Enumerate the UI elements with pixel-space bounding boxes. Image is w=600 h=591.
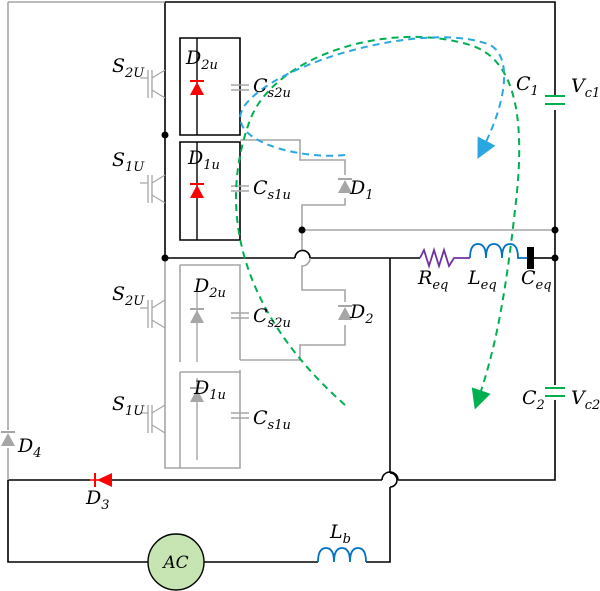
s1u-top-label: S1U	[112, 149, 145, 175]
s1u-bottom-switch	[140, 404, 166, 434]
d1-label: D1	[349, 177, 374, 203]
d2u-bottom-label: D2u	[193, 275, 226, 301]
d1u-top-label: D1u	[187, 147, 220, 173]
cs1u-bottom-capacitor	[231, 412, 249, 419]
c1-capacitor	[545, 95, 565, 105]
cs1u-top-label: Cs1u	[253, 177, 291, 203]
cs2u-top-capacitor	[231, 84, 249, 91]
wire-crossovers	[294, 249, 399, 488]
s2u-top-label: S2U	[112, 55, 145, 81]
d1-diode	[338, 178, 352, 193]
active-wires	[7, 1, 556, 563]
d1u-bottom-diode	[190, 378, 204, 460]
ceq-label: Ceq	[521, 267, 552, 293]
cs1u-top-capacitor	[231, 185, 249, 192]
s1u-bottom-label: S1U	[112, 393, 145, 419]
junction-dots	[161, 131, 559, 262]
cs1u-bottom-label: Cs1u	[253, 407, 291, 433]
cs2u-top-label: Cs2u	[253, 75, 291, 101]
d2-diode	[338, 305, 352, 320]
ac-label: AC	[161, 553, 188, 573]
d2u-top-label: D2u	[185, 47, 218, 73]
s2u-bottom-label: S2U	[112, 283, 145, 309]
component-labels: S2U D2u Cs2u S1U D1u Cs1u D1 S2U D2u Cs2…	[17, 47, 600, 547]
c2-capacitor	[545, 387, 565, 397]
ceq-capacitor	[527, 247, 540, 269]
c1-label: C1	[516, 73, 539, 99]
req-label: Req	[417, 267, 448, 293]
lb-label: Lb	[329, 521, 351, 547]
d2-label: D2	[349, 301, 374, 327]
ac-source	[147, 533, 205, 591]
d1u-top-diode	[190, 142, 204, 240]
s2u-top-switch	[140, 69, 166, 99]
vc1-label: Vc1	[571, 75, 600, 101]
d1u-bottom-label: D1u	[193, 377, 226, 403]
s1u-top-switch	[140, 174, 166, 204]
leq-inductor	[469, 243, 528, 259]
d3-diode	[90, 473, 112, 487]
d4-diode	[1, 431, 15, 446]
c2-label: C2	[522, 387, 545, 413]
cs2u-bottom-label: Cs2u	[253, 305, 291, 331]
vc2-label: Vc2	[571, 387, 600, 413]
d4-label: D4	[17, 435, 42, 461]
req-resistor	[419, 246, 470, 270]
d2u-top-diode	[190, 38, 204, 135]
cs2u-bottom-capacitor	[231, 312, 249, 319]
inactive-wires	[7, 1, 555, 480]
d3-label: D3	[85, 487, 110, 513]
s2u-bottom-switch	[140, 299, 166, 329]
lb-inductor	[317, 547, 367, 563]
blue-current-path	[239, 36, 506, 159]
leq-label: Leq	[467, 267, 497, 293]
d2u-bottom-diode	[190, 290, 204, 362]
